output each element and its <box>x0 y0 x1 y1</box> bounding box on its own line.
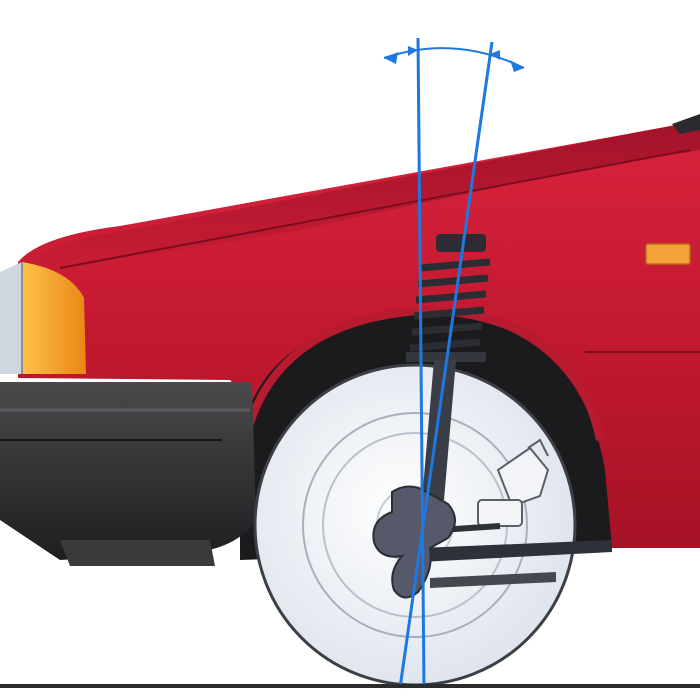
brake-caliper <box>477 438 550 527</box>
vertical-reference-line <box>416 37 426 689</box>
steering-knuckle <box>372 485 456 599</box>
steering-axis-line <box>398 41 494 689</box>
windshield-edge <box>672 114 700 134</box>
rim-outer <box>302 412 528 638</box>
car-body <box>18 114 700 548</box>
coil-spring <box>409 258 491 352</box>
arc-arrow-inner-right-icon <box>490 50 500 60</box>
arc-arrow-inner-left-icon <box>408 46 418 56</box>
strut-top-mount <box>436 234 486 252</box>
caster-indicator <box>383 37 525 689</box>
headlight <box>0 262 86 374</box>
front-bumper <box>0 382 256 566</box>
side-marker-light <box>645 243 691 265</box>
hood <box>30 120 700 268</box>
hood-crease <box>59 149 691 269</box>
arc-arrow-right-icon <box>510 60 524 72</box>
arc-arrow-left-icon <box>384 52 398 64</box>
caster-angle-arc <box>383 47 525 69</box>
bumper-lower-lip <box>60 540 215 566</box>
wheel-arch-lip <box>244 305 604 441</box>
ground-line <box>0 684 700 688</box>
